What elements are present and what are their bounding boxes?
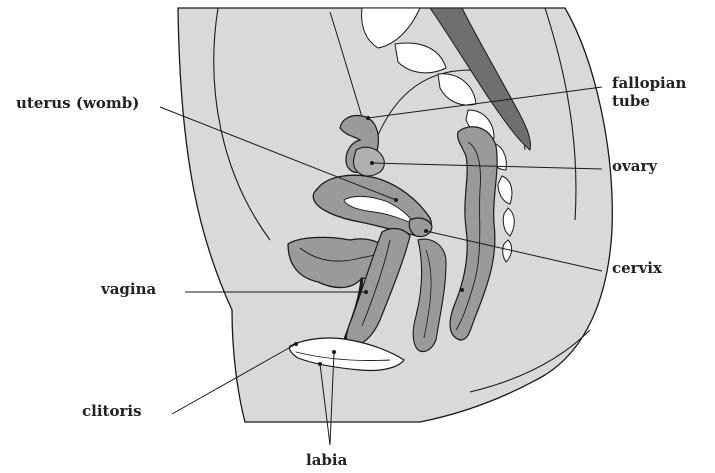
label-vagina: vagina — [101, 280, 156, 298]
label-labia: labia — [306, 451, 347, 469]
label-fallopian-tube: fallopian tube — [612, 74, 686, 110]
label-cervix: cervix — [612, 259, 662, 277]
cervix-shape — [409, 218, 432, 237]
label-fallopian-line1: fallopian — [612, 74, 686, 92]
label-clitoris: clitoris — [82, 402, 142, 420]
label-ovary: ovary — [612, 157, 657, 175]
label-fallopian-line2: tube — [612, 92, 686, 110]
label-uterus: uterus (womb) — [16, 94, 139, 112]
